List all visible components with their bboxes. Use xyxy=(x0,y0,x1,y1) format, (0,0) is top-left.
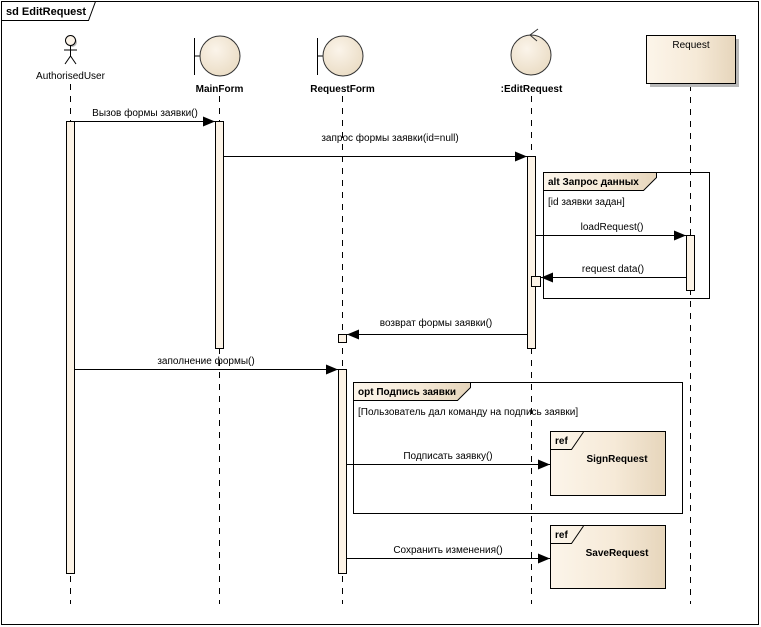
activation-editrequest xyxy=(527,156,536,349)
control-icon xyxy=(510,28,552,76)
lifeline-editrequest[interactable]: :EditRequest xyxy=(501,28,563,95)
ref-saverequest-name: SaveRequest xyxy=(586,548,649,559)
message-4-label: request data() xyxy=(582,264,644,275)
activation-mainform xyxy=(215,121,224,349)
lifeline-user-label: AuthorisedUser xyxy=(36,71,106,82)
lifeline-mainform-label: MainForm xyxy=(196,84,244,95)
message-3-label: loadRequest() xyxy=(581,222,644,233)
fragment-opt: opt Подпись заявки [Пользователь дал ком… xyxy=(353,382,683,514)
message-3[interactable]: loadRequest() xyxy=(536,222,686,241)
boundary-icon xyxy=(317,35,364,77)
activations xyxy=(66,121,695,574)
message-5-label: возврат формы заявки() xyxy=(380,317,493,329)
message-2-label: запрос формы заявки(id=null) xyxy=(321,132,458,144)
request-box xyxy=(646,35,736,84)
boundary-icon xyxy=(194,35,241,77)
fragment-opt-guard: [Пользователь дал команду на подпись зая… xyxy=(358,407,578,418)
ref-signrequest-name: SignRequest xyxy=(586,454,648,465)
messages: Вызов формы заявки() запрос формы заявки… xyxy=(75,107,686,564)
activation-requestform-small xyxy=(338,334,347,343)
message-6[interactable]: заполнение формы() xyxy=(75,355,338,375)
lifeline-requestform[interactable]: RequestForm xyxy=(310,35,375,95)
message-1-label: Вызов формы заявки() xyxy=(92,107,198,119)
ref-signrequest[interactable]: ref SignRequest xyxy=(550,431,666,496)
ref-saverequest[interactable]: ref SaveRequest xyxy=(550,525,666,589)
lifeline-request-label: Request xyxy=(672,40,709,51)
lifeline-request[interactable]: Request xyxy=(646,35,740,88)
actor-icon xyxy=(64,35,77,65)
message-8[interactable]: Сохранить изменения() xyxy=(347,545,550,564)
ref-saverequest-tag: ref xyxy=(555,530,568,541)
activation-editrequest-nested xyxy=(531,276,541,287)
message-5[interactable]: возврат формы заявки() xyxy=(347,317,527,340)
lifeline-user[interactable]: AuthorisedUser xyxy=(36,35,106,83)
message-6-label: заполнение формы() xyxy=(157,355,254,367)
ref-signrequest-tag: ref xyxy=(555,436,568,447)
message-8-label: Сохранить изменения() xyxy=(393,545,502,556)
message-7-label: Подписать заявку() xyxy=(403,451,492,462)
lifeline-editrequest-label: :EditRequest xyxy=(501,84,563,95)
fragment-alt-title: alt Запрос данных xyxy=(548,177,639,188)
lifeline-requestform-label: RequestForm xyxy=(310,84,375,95)
diagram-title: sd EditRequest xyxy=(6,6,86,18)
activation-request xyxy=(686,235,695,291)
fragment-alt: alt Запрос данных [id заявки задан] xyxy=(543,172,710,299)
message-1[interactable]: Вызов формы заявки() xyxy=(75,107,215,127)
message-4[interactable]: request data() xyxy=(541,264,686,283)
fragment-alt-guard: [id заявки задан] xyxy=(548,197,625,208)
fragment-opt-title: opt Подпись заявки xyxy=(358,387,456,398)
message-2[interactable]: запрос формы заявки(id=null) xyxy=(224,132,527,162)
lifeline-mainform[interactable]: MainForm xyxy=(194,35,244,95)
activation-user xyxy=(66,121,75,574)
message-7[interactable]: Подписать заявку() xyxy=(347,451,550,470)
activation-requestform xyxy=(338,369,347,574)
